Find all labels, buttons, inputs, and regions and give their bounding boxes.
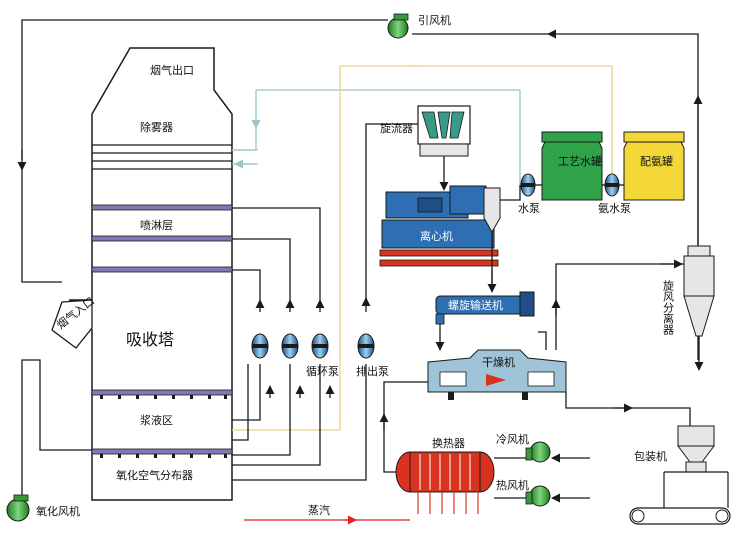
circulation-lines xyxy=(232,207,321,466)
cyclone-separator-label: 旋风分离器 xyxy=(662,279,675,336)
process-water-tank xyxy=(541,131,603,201)
centrifuge xyxy=(379,185,501,267)
screw-conveyor xyxy=(435,291,535,325)
heat-exchanger-label: 换热器 xyxy=(432,436,465,450)
cold-air-fan-label: 冷风机 xyxy=(496,432,529,446)
hydrocyclone-label: 旋流器 xyxy=(380,121,413,135)
water-pump xyxy=(520,173,536,197)
water-pump-label: 水泵 xyxy=(518,202,540,215)
demister-grid xyxy=(92,144,232,170)
air-distributor-band xyxy=(91,448,233,455)
discharge-lines xyxy=(232,123,418,481)
discharge-pump xyxy=(357,333,375,359)
ammonia-pump-label: 氨水泵 xyxy=(598,202,631,215)
oxidation-fan-label: 氧化风机 xyxy=(36,504,80,518)
dryer-exhaust-lines xyxy=(538,263,690,350)
absorption-tower-label: 吸收塔 xyxy=(126,330,174,349)
hot-air-fan-label: 热风机 xyxy=(496,478,529,492)
fan-intake-arrows xyxy=(551,453,590,503)
slurry-band xyxy=(91,389,233,396)
spray-layer-label: 喷淋层 xyxy=(140,219,173,232)
dryer-to-packing-line xyxy=(565,392,691,426)
induced-fan-label: 引风机 xyxy=(418,13,451,27)
slurry-nozzles xyxy=(100,395,227,399)
oxidation-air-distributor-label: 氧化空气分布器 xyxy=(116,468,193,482)
circulation-pump-1 xyxy=(251,333,269,359)
oxidation-fan-lines xyxy=(21,359,92,500)
ammonia-tank xyxy=(623,131,685,201)
packing-machine-label: 包装机 xyxy=(634,449,667,463)
ammonia-pump xyxy=(604,173,620,197)
ammonia-supply-line xyxy=(232,65,613,431)
circulation-pump-3 xyxy=(311,333,329,359)
hydrocyclone xyxy=(417,105,471,157)
slurry-zone-label: 浆液区 xyxy=(140,413,173,427)
circulation-pump-label: 循环泵 xyxy=(306,365,339,378)
air-nozzles xyxy=(100,454,227,458)
screw-conveyor-label: 螺旋输送机 xyxy=(448,298,503,312)
dryer xyxy=(427,349,567,400)
ammonia-tank-label: 配氨罐 xyxy=(640,155,673,168)
circulation-pump-2 xyxy=(281,333,299,359)
cyclone-separator xyxy=(683,245,715,337)
heat-exchanger xyxy=(395,451,495,514)
circulation-arrows xyxy=(255,299,335,398)
steam-label: 蒸汽 xyxy=(308,503,330,517)
hot-air-fan xyxy=(525,485,551,507)
demister-label: 除雾器 xyxy=(140,120,173,134)
packing-machine xyxy=(629,425,731,525)
cold-air-fan xyxy=(525,441,551,463)
absorption-tower: 烟气出口 除雾器 喷淋层 吸收塔 浆液区 氧化空气分布器 烟气入口 xyxy=(51,47,233,501)
process-water-return-lines xyxy=(232,89,521,185)
oxidation-fan xyxy=(6,494,30,522)
centrifuge-label: 离心机 xyxy=(420,229,453,243)
flue-gas-outlet-label: 烟气出口 xyxy=(150,63,194,77)
discharge-pump-label: 排出泵 xyxy=(356,364,389,378)
process-water-tank-label: 工艺水罐 xyxy=(558,155,602,168)
induced-fan xyxy=(387,13,409,39)
dryer-label: 干燥机 xyxy=(482,355,515,369)
